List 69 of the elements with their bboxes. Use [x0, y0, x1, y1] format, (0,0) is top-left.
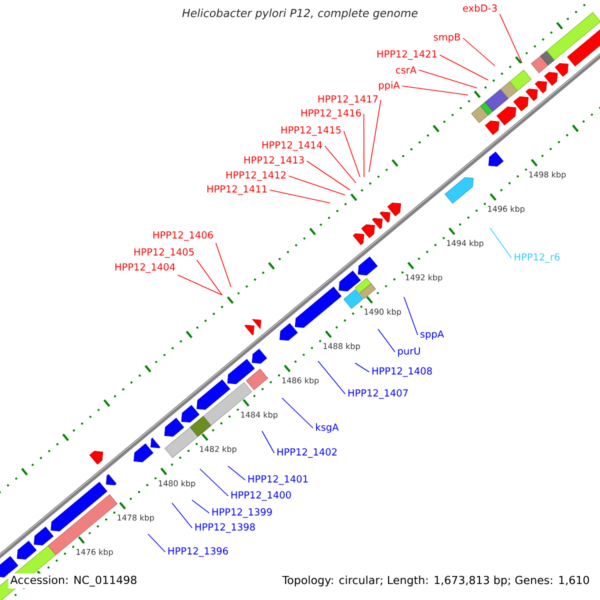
gene-label: HPP12_1401	[248, 475, 308, 485]
leader-line	[343, 130, 360, 178]
tick-label: 1492 kbp	[406, 274, 442, 282]
leader-line	[288, 176, 346, 196]
gene-label: ppiA	[379, 81, 400, 91]
tick-label: 1490 kbp	[364, 308, 401, 316]
gene-label: HPP12_1405	[134, 248, 194, 258]
gene-label: purU	[398, 347, 420, 357]
leader-line	[418, 70, 478, 88]
gene-label: HPP12_1407	[348, 389, 408, 399]
leader-line	[148, 534, 166, 552]
gene-label: sppA	[420, 330, 444, 340]
tick-label: 1494 kbp	[447, 240, 484, 248]
gene-label: HPP12_1412	[226, 171, 286, 181]
tick-label: 1488 kbp	[324, 342, 360, 351]
leader-line	[172, 502, 193, 528]
leader-line	[402, 86, 468, 96]
tick-label: 1482 kbp	[200, 446, 236, 454]
leader-line	[318, 360, 346, 394]
tick-label: 1480 kbp	[158, 480, 196, 488]
tick-label: 1478 kbp	[118, 514, 154, 522]
leader-line	[499, 14, 522, 64]
gene-label: HPP12_1398	[195, 523, 255, 533]
tick-label: 1496 kbp	[488, 206, 524, 214]
leader-line	[378, 328, 396, 352]
gene-label: HPP12_1396	[168, 547, 228, 557]
gene-label: HPP12_1417	[318, 95, 378, 105]
gene-label: HPP12_1404	[115, 263, 175, 273]
tick-label: 1484 kbp	[241, 412, 278, 420]
tick-label: 1476 kbp	[76, 548, 113, 556]
gene-label: HPP12_1400	[231, 491, 291, 501]
gene-label: HPP12_1415	[281, 126, 341, 136]
leader-line	[282, 398, 314, 428]
leader-line	[228, 466, 246, 480]
leader-line	[404, 296, 418, 336]
leader-line	[439, 54, 488, 80]
gene-label: HPP12_1414	[262, 141, 322, 151]
leader-line	[363, 114, 364, 178]
gene-label: ksgA	[316, 423, 339, 433]
leader-line	[262, 430, 275, 454]
leader-line	[368, 100, 382, 172]
leader-line	[200, 468, 229, 496]
title: Helicobacter pylori P12, complete genome	[182, 8, 418, 20]
gene-label: csrA	[396, 66, 416, 74]
leader-line	[196, 260, 222, 296]
tick-label: 1498 kbp	[529, 171, 566, 180]
leader-line	[462, 38, 496, 66]
genome-summary-text: Topology: circular; Length: 1,673,813 bp; Genes: 1,610	[280, 574, 592, 588]
leader-line	[192, 500, 210, 514]
gene-label: exbD-3	[463, 4, 497, 12]
gene-label: HPP12_1402	[277, 448, 337, 458]
leader-line	[215, 242, 232, 288]
tick-label: 1486 kbp	[282, 377, 319, 385]
gene-label: HPP12_1399	[212, 508, 272, 518]
gene-label: HPP12_r6	[514, 253, 560, 263]
leader-line	[354, 362, 370, 372]
leader-line	[324, 146, 356, 184]
gene-label: HPP12_1413	[244, 156, 304, 166]
gene-label: HPP12_1406	[153, 231, 213, 241]
leader-line	[490, 228, 512, 258]
gene-label: HPP12_1411	[207, 185, 267, 195]
gene-label: smpB	[434, 33, 460, 43]
leader-line	[269, 190, 330, 204]
accession-text: Accession: NC_011498	[8, 574, 140, 589]
gene-label: HPP12_1408	[372, 367, 432, 377]
gene-label: HPP12_1421	[377, 50, 437, 60]
gene-label: HPP12_1416	[301, 109, 361, 119]
leader-line	[177, 274, 222, 296]
leader-line	[306, 160, 350, 190]
